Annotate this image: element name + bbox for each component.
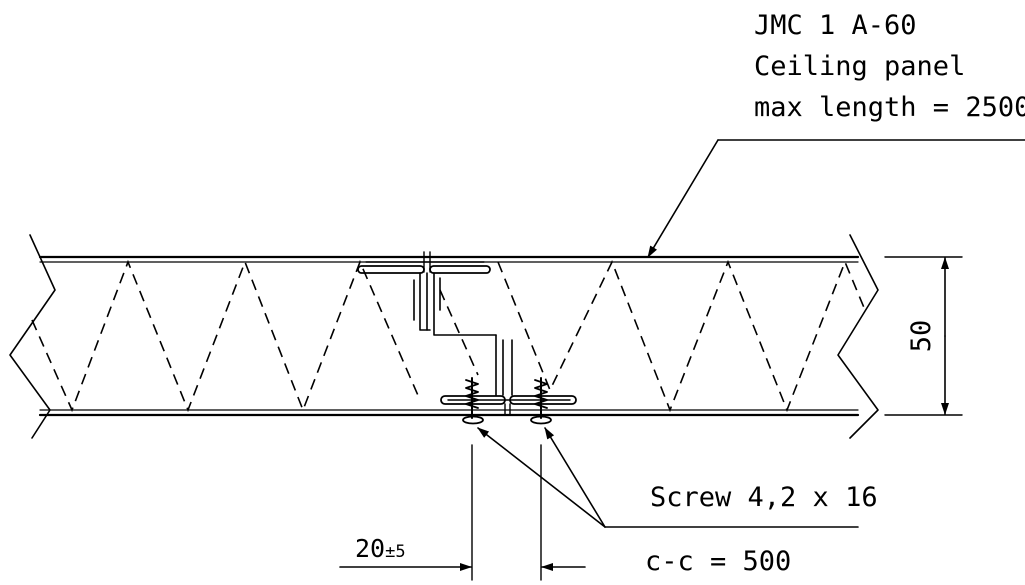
lower-joint-profile (440, 334, 577, 416)
upper-t-joint-profile (357, 251, 497, 336)
gap-dimension-label: 20±5 (355, 534, 406, 563)
screw-right (530, 377, 552, 425)
screw-left (462, 377, 484, 425)
right-break-line (837, 234, 879, 439)
title-leader (647, 139, 1025, 258)
title-line-2: Ceiling panel (754, 51, 965, 82)
left-break-line (9, 234, 56, 439)
spacing-label: c-c = 500 (645, 546, 791, 577)
insulation-zigzag-left (31, 259, 421, 413)
insulation-zigzag-right (439, 259, 866, 413)
gap-value: 20 (355, 534, 385, 563)
panel-top-face (38, 255, 860, 263)
thickness-dimension (884, 256, 963, 416)
panel-bottom-face (38, 409, 860, 417)
gap-tolerance: ±5 (385, 542, 405, 562)
screw-callout-label: Screw 4,2 x 16 (650, 482, 878, 513)
gap-dimension (339, 444, 586, 581)
thickness-dimension-label: 50 (906, 320, 937, 353)
title-line-3: max length = 2500 (754, 92, 1025, 123)
title-line-1: JMC 1 A-60 (754, 10, 917, 41)
